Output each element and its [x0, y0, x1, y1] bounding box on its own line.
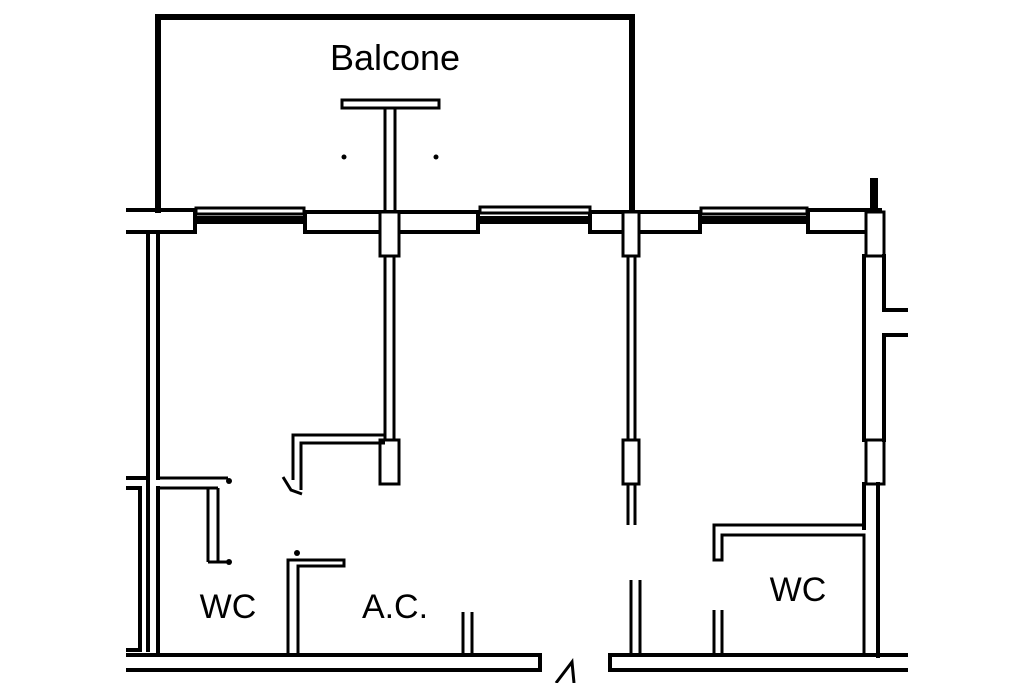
ac-partition	[286, 550, 642, 655]
window-1	[194, 206, 306, 216]
partition-wall-left	[281, 256, 396, 496]
partition-wall-center	[626, 256, 637, 525]
window-2	[478, 205, 592, 215]
balcony-label: Balcone	[330, 37, 460, 78]
balcony-outline	[155, 14, 635, 213]
right-wall	[862, 254, 908, 658]
balcony-post	[340, 98, 441, 215]
wc-right-partition	[712, 523, 866, 656]
window-3	[699, 206, 809, 216]
left-wall	[126, 230, 160, 657]
top-exterior-wall	[126, 178, 882, 234]
structural-piers	[378, 210, 886, 486]
wc-left-partition	[158, 476, 232, 565]
wc-left-label: WC	[200, 588, 257, 626]
wc-right-label: WC	[770, 571, 827, 609]
ac-label: A.C.	[362, 588, 428, 626]
bottom-wall	[126, 653, 908, 683]
